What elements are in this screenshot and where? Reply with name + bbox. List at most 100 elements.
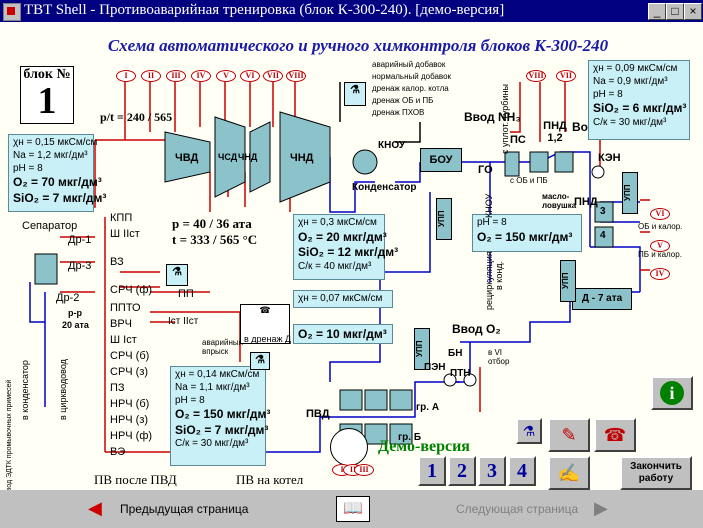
page-4-button[interactable]: 4 (508, 456, 536, 486)
label-vz: ВЗ (110, 256, 124, 268)
label-ps: ПС (510, 134, 526, 146)
extraction-v[interactable]: V (216, 70, 236, 82)
label-to-drainage-d: в дренаж Д (244, 334, 292, 344)
label-pz: ПЗ (110, 382, 125, 394)
label-v-kond: в конд. (494, 260, 504, 290)
turbine-hp-label: ЧВД (175, 152, 199, 164)
label-pv-to-boiler: ПВ на котел (236, 472, 304, 487)
flask-icon-feedwater[interactable]: ⚗ (250, 352, 270, 370)
upp-box-2[interactable]: УПП (622, 172, 638, 214)
label-srch-b: СРЧ (б) (110, 350, 150, 362)
label-recirc: рециркуляция (484, 251, 494, 310)
report-button[interactable]: ✍ (548, 456, 590, 490)
label-vo: Во (572, 120, 588, 134)
label-knou-vertical: КНОУ (484, 193, 494, 218)
next-page-link[interactable]: Следующая страница (456, 502, 579, 516)
page-1-button[interactable]: 1 (418, 456, 446, 486)
extraction-vi-right[interactable]: VI (650, 208, 670, 220)
label-vvod-nh3: Ввод NH₃ (464, 110, 521, 124)
label-sh-iist: Ш IIст (110, 228, 140, 240)
label-separator: Сепаратор (22, 220, 78, 232)
label-v-vi-otbor: в VI отбор (488, 348, 510, 366)
label-srch-z: СРЧ (з) (110, 366, 149, 378)
turbine-ip-a-label: ЧСД (218, 152, 238, 162)
files-button[interactable]: ✎ (548, 418, 590, 452)
arrow-right-icon[interactable]: ▶ (594, 498, 608, 518)
label-s-upl-turb: с уплот. турбины (500, 84, 510, 154)
label-pv-after-pvd: ПВ после ПВД (94, 472, 177, 487)
extraction-vii-right[interactable]: VII (556, 70, 576, 82)
extraction-i[interactable]: I (116, 70, 136, 82)
extraction-v-right[interactable]: V (650, 240, 670, 252)
turbine-lp-label: ЧНД (290, 152, 314, 164)
flask-icon-boiler[interactable]: ⚗ (166, 264, 188, 286)
bottom-numeral-iii: III (354, 464, 374, 476)
pt-ratio: p/t = 240 / 565 (100, 110, 173, 124)
extraction-iii[interactable]: III (166, 70, 186, 82)
label-ken: КЭН (598, 152, 621, 164)
window-titlebar[interactable]: TBT Shell - Противоаварийная тренировка … (0, 0, 703, 22)
block-label: блок № (23, 67, 71, 82)
extraction-iv[interactable]: IV (191, 70, 211, 82)
finish-work-button[interactable]: Закончить работу (620, 456, 692, 490)
extraction-viii[interactable]: VIII (286, 70, 306, 82)
deaerator-box[interactable]: Д - 7 ата (572, 288, 632, 310)
label-to-circ: в циркводовод (58, 359, 68, 420)
panel-oxygen[interactable]: O₂ = 10 мкг/дм³ (293, 324, 393, 344)
label-vvod-o2: Ввод O₂ (452, 322, 501, 336)
label-dr1: Др-1 (68, 234, 92, 246)
book-icon[interactable]: 📖 (336, 496, 370, 522)
label-p-reheat: p = 40 / 36 ата (172, 216, 252, 231)
block-number-box: блок № 1 (20, 66, 74, 124)
turbine-ip-b-label: ЧНД (238, 152, 258, 162)
extraction-ii[interactable]: II (141, 70, 161, 82)
label-nrch-f: НРЧ (ф) (110, 430, 153, 442)
extraction-iv-right[interactable]: IV (650, 268, 670, 280)
label-to-condenser: в конденсатор (20, 360, 30, 420)
arrow-left-icon[interactable]: ◀ (88, 498, 102, 518)
close-button[interactable]: × (684, 3, 702, 20)
upp-box-1[interactable]: УПП (436, 198, 452, 240)
minimize-button[interactable]: _ (648, 3, 666, 20)
info-icon: i (660, 381, 684, 405)
label-vvod-edtk: Ввод ЭДТК промывочных примесей (6, 379, 13, 496)
label-pp: ПП (178, 288, 194, 300)
label-gr-a: гр. А (416, 402, 440, 413)
bou-box[interactable]: БОУ (420, 148, 462, 172)
flask-icon-drain[interactable]: ⚗ (344, 82, 366, 106)
flask-button[interactable]: ⚗ (516, 418, 542, 444)
page-2-button[interactable]: 2 (448, 456, 476, 486)
label-bn: БН (448, 348, 463, 359)
label-srch-f: СРЧ (ф) (110, 284, 153, 296)
info-button[interactable]: i (651, 376, 693, 410)
label-emergency-injection: аварийный впрыск (202, 338, 244, 356)
clock-icon[interactable] (330, 428, 368, 466)
upp-box-3[interactable]: УПП (560, 260, 576, 302)
demo-label: Демо-версия (378, 438, 470, 455)
panel-conductivity[interactable]: χн = 0,07 мкСм/см (293, 290, 393, 308)
label-nrch-b: НРЧ (б) (110, 398, 150, 410)
label-dr3: Др-3 (68, 260, 92, 272)
label-pnd: ПНД (574, 196, 598, 208)
label-t-reheat: t = 333 / 565 °C (172, 232, 258, 247)
extraction-viii-right[interactable]: VIII (526, 70, 546, 82)
phone-icon-drain[interactable]: ☎ (240, 304, 290, 344)
legend-phov-drain: дренаж ПХОВ (372, 108, 425, 117)
scheme-canvas: Схема автоматического и ручного химконтр… (0, 22, 703, 496)
label-pnd3: 3 (600, 206, 606, 217)
prev-page-link[interactable]: Предыдущая страница (120, 502, 249, 516)
extraction-vi[interactable]: VI (240, 70, 260, 82)
phone-button[interactable]: ☎ (594, 418, 636, 452)
label-s-ob-pb: с ОБ и ПБ (510, 176, 548, 185)
page-3-button[interactable]: 3 (478, 456, 506, 486)
maximize-button[interactable]: □ (666, 3, 684, 20)
extraction-vii[interactable]: VII (263, 70, 283, 82)
label-ve: ВЭ (110, 446, 126, 458)
label-pp-stages: Iст IIст (168, 316, 199, 327)
label-pnd4: 4 (600, 230, 606, 241)
